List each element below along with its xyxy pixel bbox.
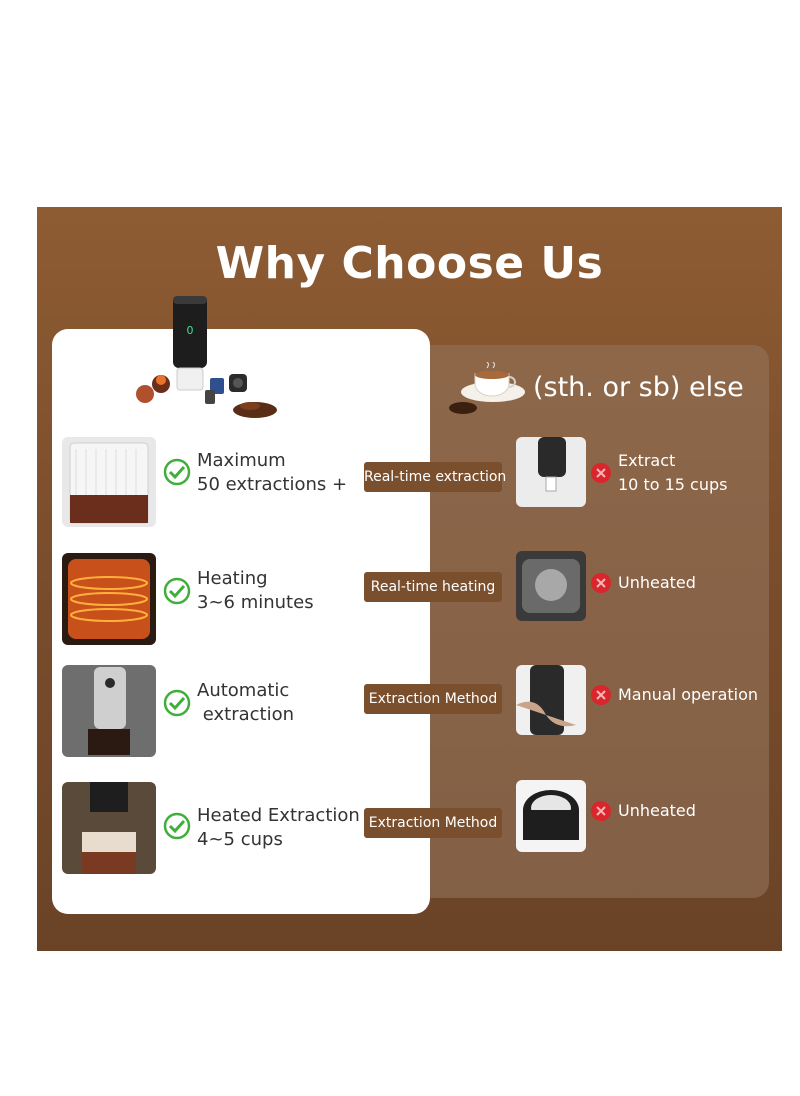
badge-4: Extraction Method	[364, 808, 502, 838]
check-circle-icon	[163, 458, 191, 486]
thumb-automatic	[62, 665, 156, 757]
x-circle-icon	[591, 463, 611, 483]
svg-text:0: 0	[187, 324, 194, 337]
thumb-other-3	[516, 665, 586, 735]
page-title: Why Choose Us	[215, 238, 604, 289]
other-text-3: Manual operation	[618, 685, 759, 704]
x-circle-icon	[591, 801, 611, 821]
x-circle-icon	[591, 685, 611, 705]
coffee-cup-icon	[449, 362, 525, 414]
x-circle-icon	[591, 573, 611, 593]
thumb-other-4	[516, 780, 586, 852]
thumb-heated-extraction	[62, 782, 156, 874]
thumb-extraction	[62, 437, 156, 527]
comparison-header: (sth. or sb) else	[533, 372, 744, 403]
check-circle-icon	[163, 689, 191, 717]
thumb-other-1	[516, 437, 586, 507]
check-circle-icon	[163, 812, 191, 840]
competitor-panel	[403, 345, 769, 898]
product-image: 0	[136, 296, 277, 418]
thumb-heating	[62, 553, 156, 645]
check-circle-icon	[163, 577, 191, 605]
badge-2: Real-time heating	[364, 572, 502, 602]
feature-text-3: Automatic extraction	[197, 680, 294, 725]
thumb-other-2	[516, 551, 586, 621]
other-text-2: Unheated	[618, 573, 696, 592]
badge-3: Extraction Method	[364, 684, 502, 714]
badge-1: Real-time extraction	[364, 462, 506, 492]
other-text-4: Unheated	[618, 801, 696, 820]
